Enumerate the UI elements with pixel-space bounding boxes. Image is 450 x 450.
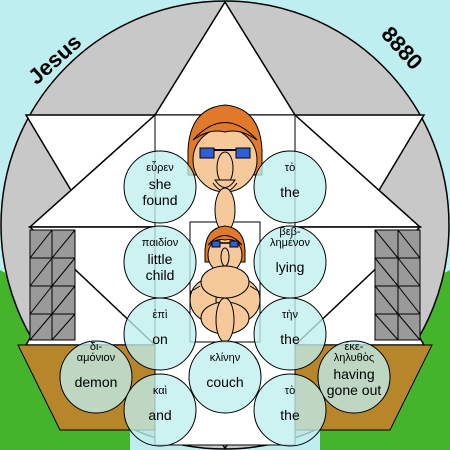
- word-bubble: τὴν the: [253, 297, 327, 371]
- english-word: the: [280, 407, 300, 423]
- bubble-circle: [59, 340, 133, 414]
- greek-word: ληλυθὸς: [334, 352, 374, 364]
- english-word: little: [148, 251, 173, 267]
- english-word: she: [149, 176, 172, 192]
- word-bubble: ἐπὶ on: [123, 297, 197, 371]
- english-word: found: [142, 192, 177, 208]
- greek-word: βεβ-: [279, 226, 301, 238]
- english-word: lying: [276, 259, 305, 275]
- word-bubble: τὸ the: [253, 150, 327, 224]
- right-grid-block: [374, 229, 421, 341]
- english-word: the: [280, 331, 300, 347]
- bubble-circle: [253, 373, 327, 447]
- small-figure-icon: [189, 225, 261, 343]
- bubble-circle: [253, 150, 327, 224]
- english-word: having: [333, 366, 374, 382]
- english-word: gone out: [327, 382, 382, 398]
- greek-word: παιδίον: [142, 237, 179, 249]
- left-grid-block: [29, 229, 76, 341]
- greek-word: κλίνην: [210, 352, 241, 364]
- greek-word: δι-: [90, 341, 103, 353]
- english-word: couch: [206, 374, 243, 390]
- greek-word: τὸ: [285, 385, 295, 397]
- child-figure-icon: [187, 104, 263, 233]
- bubble-circle: [188, 340, 262, 414]
- greek-word: εὗρεν: [146, 161, 174, 174]
- greek-word: καὶ: [153, 385, 168, 397]
- word-bubble: δι-αμόνιον demon: [59, 340, 133, 414]
- english-word: child: [146, 267, 175, 283]
- bubble-circle: [123, 373, 197, 447]
- word-bubble: βεβ-λημένον lying: [253, 225, 327, 299]
- english-word: demon: [75, 374, 118, 390]
- greek-word: ἐκε-: [345, 341, 364, 353]
- bubble-circle: [253, 297, 327, 371]
- greek-word: λημένον: [270, 237, 310, 249]
- word-bubble: κλίνην couch: [188, 340, 262, 414]
- greek-word: τὴν: [282, 309, 298, 321]
- greek-word: ἐπὶ: [153, 309, 168, 321]
- word-bubble: καὶ and: [123, 373, 197, 447]
- english-word: and: [148, 407, 171, 423]
- greek-word: αμόνιον: [77, 352, 116, 364]
- greek-word: τὸ: [285, 162, 295, 174]
- word-bubble: τὸ the: [253, 373, 327, 447]
- bubble-circle: [123, 297, 197, 371]
- bubble-circle: [123, 150, 197, 224]
- bubble-circle: [317, 340, 391, 414]
- english-word: on: [152, 331, 168, 347]
- english-word: the: [280, 184, 300, 200]
